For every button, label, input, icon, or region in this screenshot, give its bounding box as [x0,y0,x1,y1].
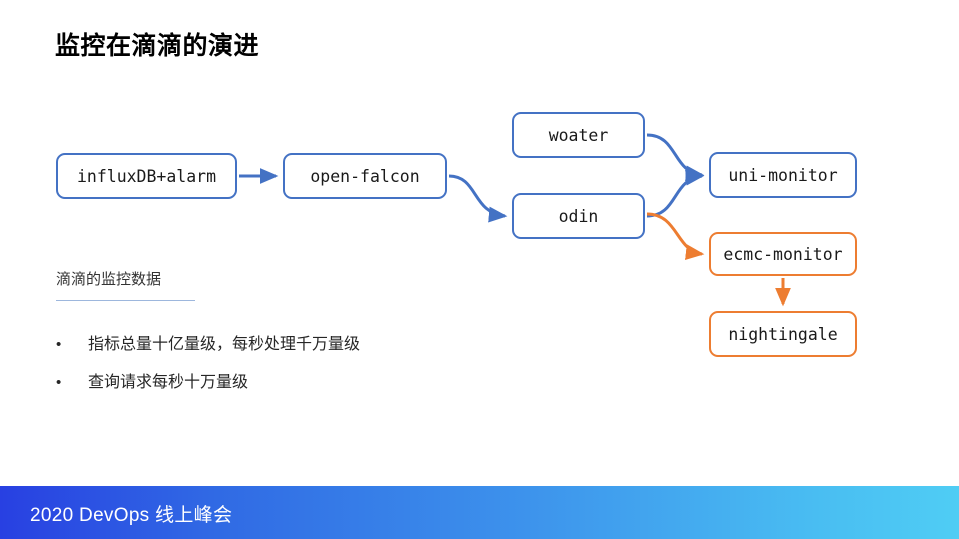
bullet-list: • 指标总量十亿量级，每秒处理千万量级 • 查询请求每秒十万量级 [56,333,616,409]
diagram-edges [239,133,791,307]
bullet-text: 查询请求每秒十万量级 [88,374,249,391]
footer-title: 2020 DevOps 线上峰会 [30,505,233,526]
footer-bar: 2020 DevOps 线上峰会 [0,486,959,539]
edge-woater-to-unimonitor [646,133,705,182]
bullet-marker-icon: • [56,374,62,391]
edge-odin-to-unimonitor [646,169,705,218]
edge-odin-to-ecmcmonitor [646,212,705,261]
node-open-falcon[interactable]: open-falcon [283,153,447,199]
bullet-marker-icon: • [56,336,62,353]
architecture-diagram: influxDB+alarm open-falcon woater odin u… [56,112,857,357]
node-nightingale[interactable]: nightingale [709,311,857,357]
node-influxdb-alarm[interactable]: influxDB+alarm [56,153,237,199]
list-item: • 查询请求每秒十万量级 [56,371,616,395]
page-title: 监控在滴滴的演进 [55,32,260,60]
section-divider [56,300,195,301]
list-item: • 指标总量十亿量级，每秒处理千万量级 [56,333,616,357]
node-odin[interactable]: odin [512,193,645,239]
node-woater[interactable]: woater [512,112,645,158]
bullet-text: 指标总量十亿量级，每秒处理千万量级 [88,336,361,353]
node-ecmc-monitor[interactable]: ecmc-monitor [709,232,857,276]
section-subheading: 滴滴的监控数据 [56,271,162,288]
node-uni-monitor[interactable]: uni-monitor [709,152,857,198]
edge-openfalcon-to-odin [448,174,508,223]
